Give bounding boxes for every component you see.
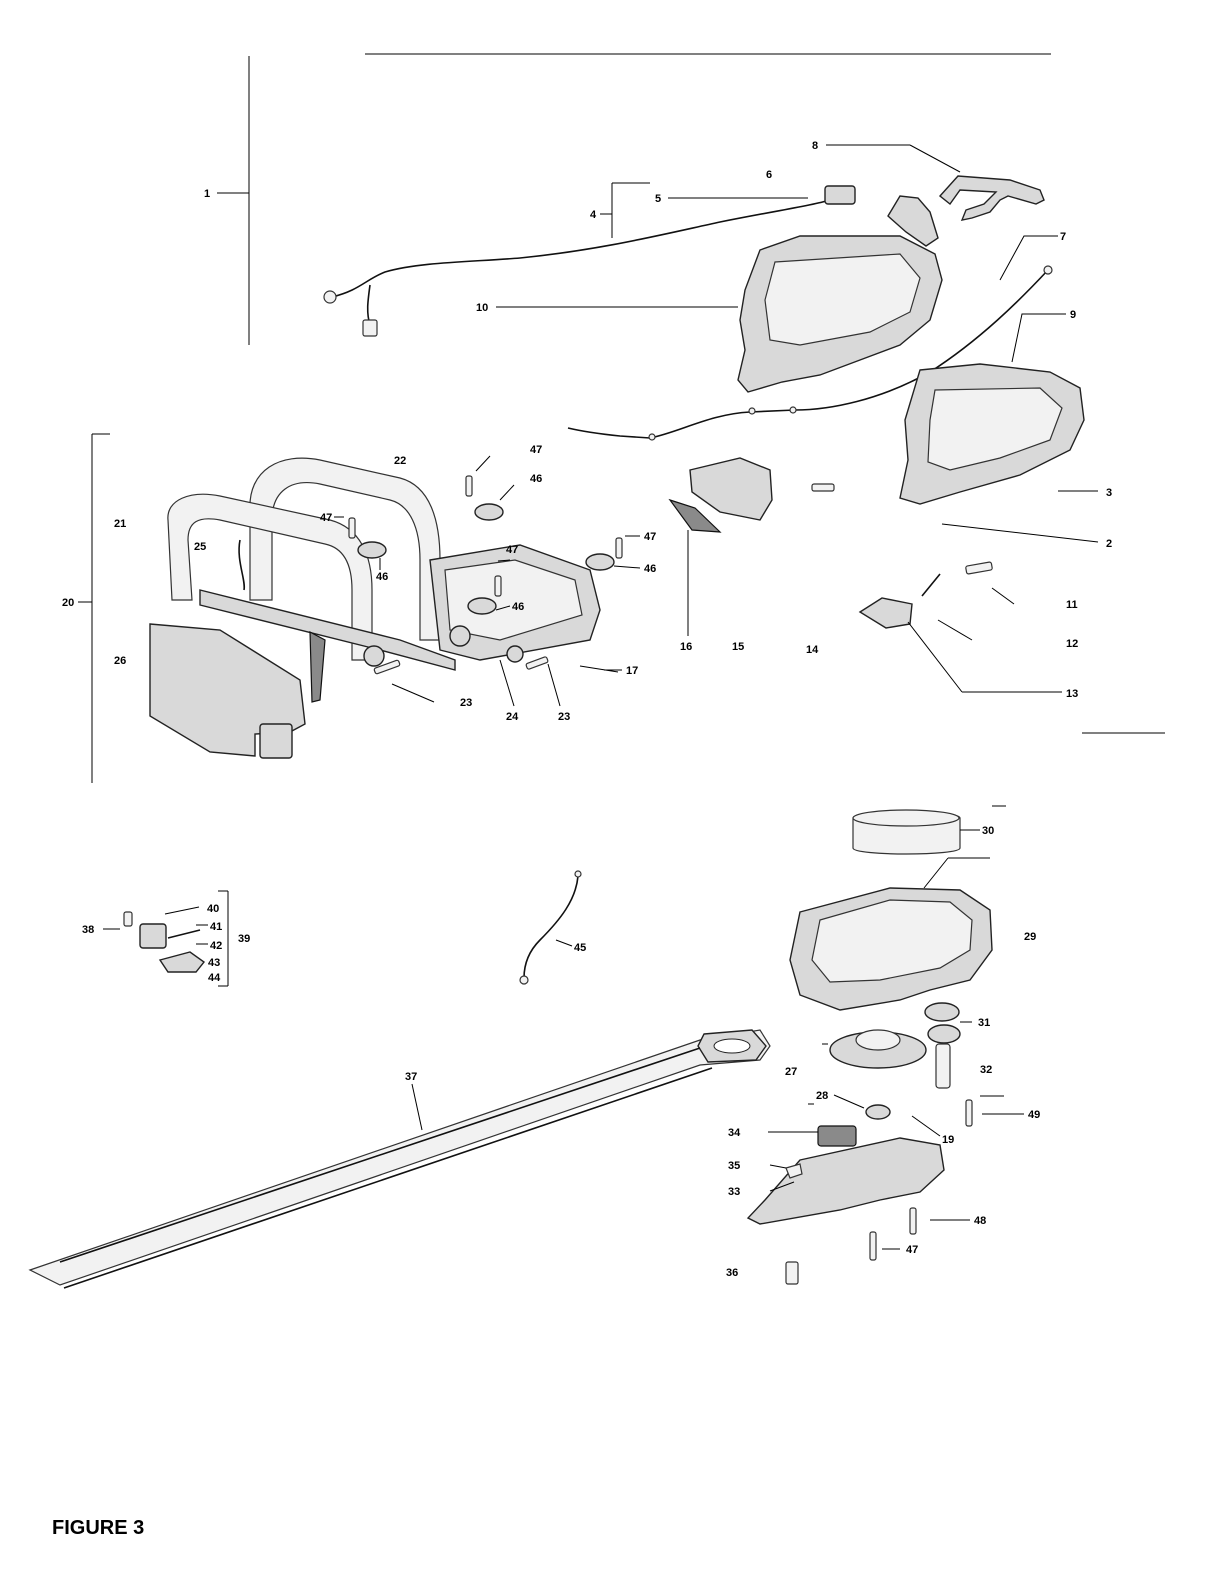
- callout-37: 37: [405, 1071, 417, 1083]
- callout-25: 25: [194, 541, 206, 553]
- callout-47a: 47: [530, 444, 542, 456]
- callout-17: 17: [626, 665, 638, 677]
- callout-47b: 47: [320, 512, 332, 524]
- handle-housing-left: [496, 235, 943, 393]
- handle-housing-right: [899, 313, 1099, 543]
- handle-guard: [149, 623, 306, 759]
- callout-9: 9: [1070, 309, 1076, 321]
- callout-8: 8: [812, 140, 818, 152]
- blade-clip-set: [103, 906, 208, 973]
- callout-22: 22: [394, 455, 406, 467]
- callout-16: 16: [680, 641, 692, 653]
- gear-cover-assembly: [746, 1125, 970, 1285]
- callout-47e: 47: [906, 1244, 918, 1256]
- group-brackets: [78, 53, 1165, 987]
- frame-hardware: [373, 645, 622, 707]
- switch-block: [668, 457, 835, 636]
- callout-23b: 23: [558, 711, 570, 723]
- spring-set-b: [334, 516, 387, 570]
- callout-30: 30: [982, 825, 994, 837]
- callout-44: 44: [208, 972, 221, 984]
- callout-46a: 46: [530, 473, 542, 485]
- callout-7: 7: [1060, 231, 1066, 243]
- spring-set-a: [465, 455, 515, 521]
- callout-15: 15: [732, 641, 744, 653]
- callout-10: 10: [476, 302, 488, 314]
- callout-35: 35: [728, 1160, 740, 1172]
- spring-screw-sets: [334, 455, 641, 615]
- callout-36: 36: [726, 1267, 738, 1279]
- callout-42: 42: [210, 940, 222, 952]
- callout-48: 48: [974, 1215, 986, 1227]
- callout-46b: 46: [376, 571, 388, 583]
- lockout-lever: [826, 144, 1045, 221]
- callout-21: 21: [114, 518, 126, 530]
- callout-13: 13: [1066, 688, 1078, 700]
- callout-24: 24: [506, 711, 519, 723]
- callout-45: 45: [574, 942, 586, 954]
- callout-31: 31: [978, 1017, 990, 1029]
- callout-39: 39: [238, 933, 250, 945]
- spring-set-c: [467, 559, 511, 615]
- front-handle-frame: [167, 457, 601, 703]
- callout-47d: 47: [644, 531, 656, 543]
- callout-1: 1: [204, 188, 210, 200]
- callout-6: 6: [766, 169, 772, 181]
- callout-28: 28: [816, 1090, 828, 1102]
- figure-title: FIGURE 3: [52, 1517, 145, 1539]
- callout-27: 27: [785, 1066, 797, 1078]
- callout-34: 34: [728, 1127, 741, 1139]
- gear-case-bushing: [852, 805, 1006, 855]
- lock-button-assembly: [858, 561, 1062, 693]
- callout-47c: 47: [506, 544, 518, 556]
- callout-46c: 46: [512, 601, 524, 613]
- callout-23a: 23: [460, 697, 472, 709]
- callout-29: 29: [1024, 931, 1036, 943]
- callout-4: 4: [590, 209, 597, 221]
- callout-33: 33: [728, 1186, 740, 1198]
- callout-14: 14: [806, 644, 819, 656]
- callout-26: 26: [114, 655, 126, 667]
- callout-38: 38: [82, 924, 94, 936]
- throttle-cable: [567, 235, 1058, 441]
- callout-3: 3: [1106, 487, 1112, 499]
- callout-40: 40: [207, 903, 219, 915]
- callout-46d: 46: [644, 563, 656, 575]
- ground-wire: [519, 870, 582, 985]
- callout-49: 49: [1028, 1109, 1040, 1121]
- callout-11: 11: [1066, 599, 1078, 611]
- callout-labels: 1 2 3 4 5 6 7 8 9 10 11 12 13 14 15 16 1…: [62, 140, 1112, 1279]
- callout-20: 20: [62, 597, 74, 609]
- bearings-and-gear: [808, 1002, 1024, 1137]
- callout-32: 32: [980, 1064, 992, 1076]
- callout-19: 19: [942, 1134, 954, 1146]
- callout-41: 41: [210, 921, 222, 933]
- callout-43: 43: [208, 957, 220, 969]
- callout-12: 12: [1066, 638, 1078, 650]
- cutting-blade: [28, 1029, 771, 1289]
- callout-2: 2: [1106, 538, 1112, 550]
- spring-set-d: [585, 535, 641, 571]
- gear-case: [789, 857, 993, 1011]
- wiring-harness: [323, 182, 856, 337]
- callout-5: 5: [655, 193, 661, 205]
- trigger-lever: [887, 195, 939, 247]
